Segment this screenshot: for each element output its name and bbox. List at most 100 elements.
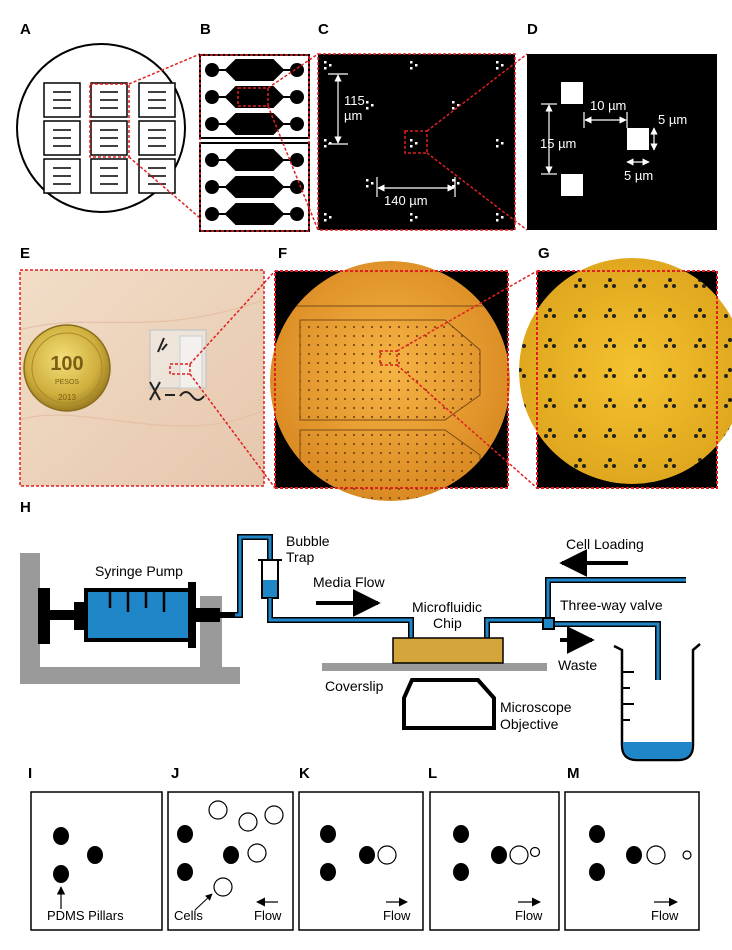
pillar-square-right <box>627 128 649 150</box>
flow-label-m: Flow <box>651 908 679 923</box>
pdms-pillar <box>453 863 469 881</box>
panel-e-photo: 100 PESOS 2013 <box>19 270 276 489</box>
panel-d-pillar-dimensions: 10 µm 15 µm 5 µm 5 µm <box>527 54 717 230</box>
cell <box>264 805 284 825</box>
panel-g-magnified <box>519 258 732 488</box>
pillar-triplet <box>324 139 332 148</box>
panel-letters: A B C D E F G H I J K L M <box>20 21 580 782</box>
label-microscope: Microscope <box>500 699 572 715</box>
zoom-line-e2 <box>189 373 276 489</box>
panel-letter-f: F <box>278 245 287 262</box>
pillar-square-top <box>561 82 583 104</box>
syringe-flange <box>188 582 196 648</box>
panel-k-frame <box>298 791 424 931</box>
pump-post <box>200 596 222 668</box>
zoom-line-a1 <box>128 53 201 85</box>
coin-word: PESOS <box>55 379 79 386</box>
marker-scribble-3 <box>179 391 205 401</box>
panel-b-chip-layout <box>199 53 319 232</box>
wafer-chip <box>43 120 81 156</box>
cell <box>238 812 258 832</box>
panel-letter-d: D <box>527 21 538 38</box>
pillar-triplet <box>452 101 460 110</box>
pump-frame <box>20 553 240 684</box>
label-chip: Chip <box>433 615 462 631</box>
frame-f <box>274 270 509 489</box>
plunger-rod <box>50 610 86 620</box>
wafer-chip <box>43 158 81 194</box>
cell <box>509 845 529 865</box>
channel <box>205 203 304 225</box>
pillar-triplet <box>496 61 504 70</box>
wafer-chip <box>90 82 128 118</box>
pillar-triplet <box>366 101 374 110</box>
coin <box>23 324 111 412</box>
pdms-pillar <box>53 827 69 845</box>
channel <box>205 176 304 198</box>
pdms-pillar <box>626 846 642 864</box>
dim-c-vertical-value: 115 <box>344 93 365 108</box>
marker-scribble-2 <box>149 381 175 401</box>
zoom-line-b1 <box>267 53 319 89</box>
panels-i-to-m: PDMS Pillars Cells Flow Flow Flow <box>30 791 700 931</box>
pillar-triplets <box>324 61 504 222</box>
syringe-barrel <box>84 588 196 642</box>
zoom-line-c1 <box>426 53 528 132</box>
pillar-triplet <box>410 61 418 70</box>
wafer-chip <box>90 120 128 156</box>
cell <box>208 800 228 820</box>
syringe-graduations <box>108 592 166 612</box>
pdms-pillar <box>87 846 103 864</box>
pdms-pillar <box>320 863 336 881</box>
frame-e <box>19 269 265 487</box>
frame-g <box>536 270 718 489</box>
microfluidic-chip <box>392 637 504 664</box>
panel-letter-m: M <box>567 765 580 782</box>
flow-label-k: Flow <box>383 908 411 923</box>
zoom-line-b2 <box>267 105 319 231</box>
pdms-pillar <box>177 825 193 843</box>
syringe-nozzle <box>220 612 236 618</box>
microscope-objective <box>402 678 496 730</box>
label-cell-loading: Cell Loading <box>566 536 644 552</box>
channel <box>205 149 304 171</box>
panel-letter-l: L <box>428 765 437 782</box>
pdms-pillar <box>53 865 69 883</box>
channel <box>205 113 304 135</box>
pillar-triplet <box>366 179 374 188</box>
pillar-triplet <box>410 213 418 222</box>
wood-grain-1 <box>19 299 265 331</box>
dim-d-side-label: 5 µm <box>658 112 687 127</box>
zoom-box-c <box>404 130 428 154</box>
dim-d-bottom-label: 5 µm <box>624 168 653 183</box>
label-microfluidic: Microfluidic <box>412 599 482 615</box>
zoom-box-f <box>379 350 398 366</box>
pillar-triplet <box>496 213 504 222</box>
cell <box>247 843 267 863</box>
beaker-graduations <box>623 671 634 721</box>
zoom-line-e1 <box>189 270 276 365</box>
pdms-pillar <box>589 863 605 881</box>
pillar-square-bottom <box>561 174 583 196</box>
channel <box>205 86 304 108</box>
plunger-head <box>38 588 50 644</box>
panel-f-microscope <box>270 261 538 501</box>
frame-b <box>199 54 310 232</box>
label-coverslip: Coverslip <box>325 678 384 694</box>
chamber-lower <box>299 429 481 501</box>
cell-daughter <box>529 846 541 858</box>
wafer-chip <box>138 158 176 194</box>
wafer-chip <box>43 82 81 118</box>
panel-c-pillar-array: 115 µm 140 µm <box>318 53 528 231</box>
label-cells: Cells <box>174 908 203 923</box>
wafer-chip <box>138 82 176 118</box>
panel-letter-h: H <box>20 499 31 516</box>
waste-fluid <box>623 742 692 759</box>
pdms-pillar <box>320 825 336 843</box>
dim-c-horizontal-label: 140 µm <box>384 193 428 208</box>
pointer-cells <box>194 893 213 911</box>
pdms-pillar <box>589 825 605 843</box>
syringe-tip <box>196 608 220 622</box>
